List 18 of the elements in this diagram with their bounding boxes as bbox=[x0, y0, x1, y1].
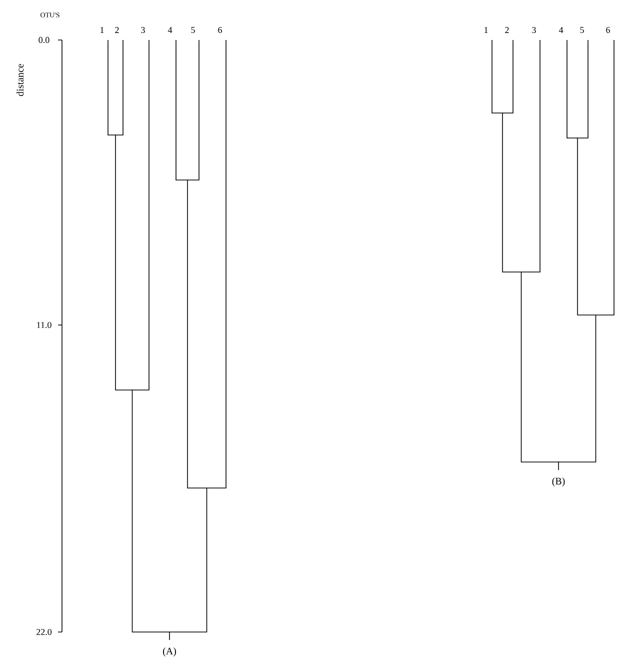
leaf-label: 5 bbox=[580, 27, 584, 33]
leaf-label: 6 bbox=[606, 26, 610, 34]
panel-label: (B) bbox=[552, 477, 565, 487]
leaf-label: 3 bbox=[532, 26, 536, 34]
leaf-label: 3 bbox=[141, 26, 145, 34]
tick-label: 22.0 bbox=[36, 628, 52, 636]
leaf-label: 1 bbox=[100, 27, 104, 33]
leaf-label: 1 bbox=[484, 27, 488, 33]
leaf-label: 4 bbox=[168, 27, 172, 33]
tick-label: 0.0 bbox=[38, 36, 50, 44]
leaf-label: 4 bbox=[558, 27, 564, 33]
tick-label: 11.0 bbox=[37, 322, 52, 328]
leaf-label: 5 bbox=[191, 27, 195, 33]
leaf-label: 2 bbox=[505, 27, 509, 33]
leaf-label: 6 bbox=[218, 26, 222, 34]
leaf-label: 2 bbox=[115, 27, 119, 33]
panel-label: (A) bbox=[163, 647, 176, 657]
axis-title: distance bbox=[16, 64, 24, 96]
